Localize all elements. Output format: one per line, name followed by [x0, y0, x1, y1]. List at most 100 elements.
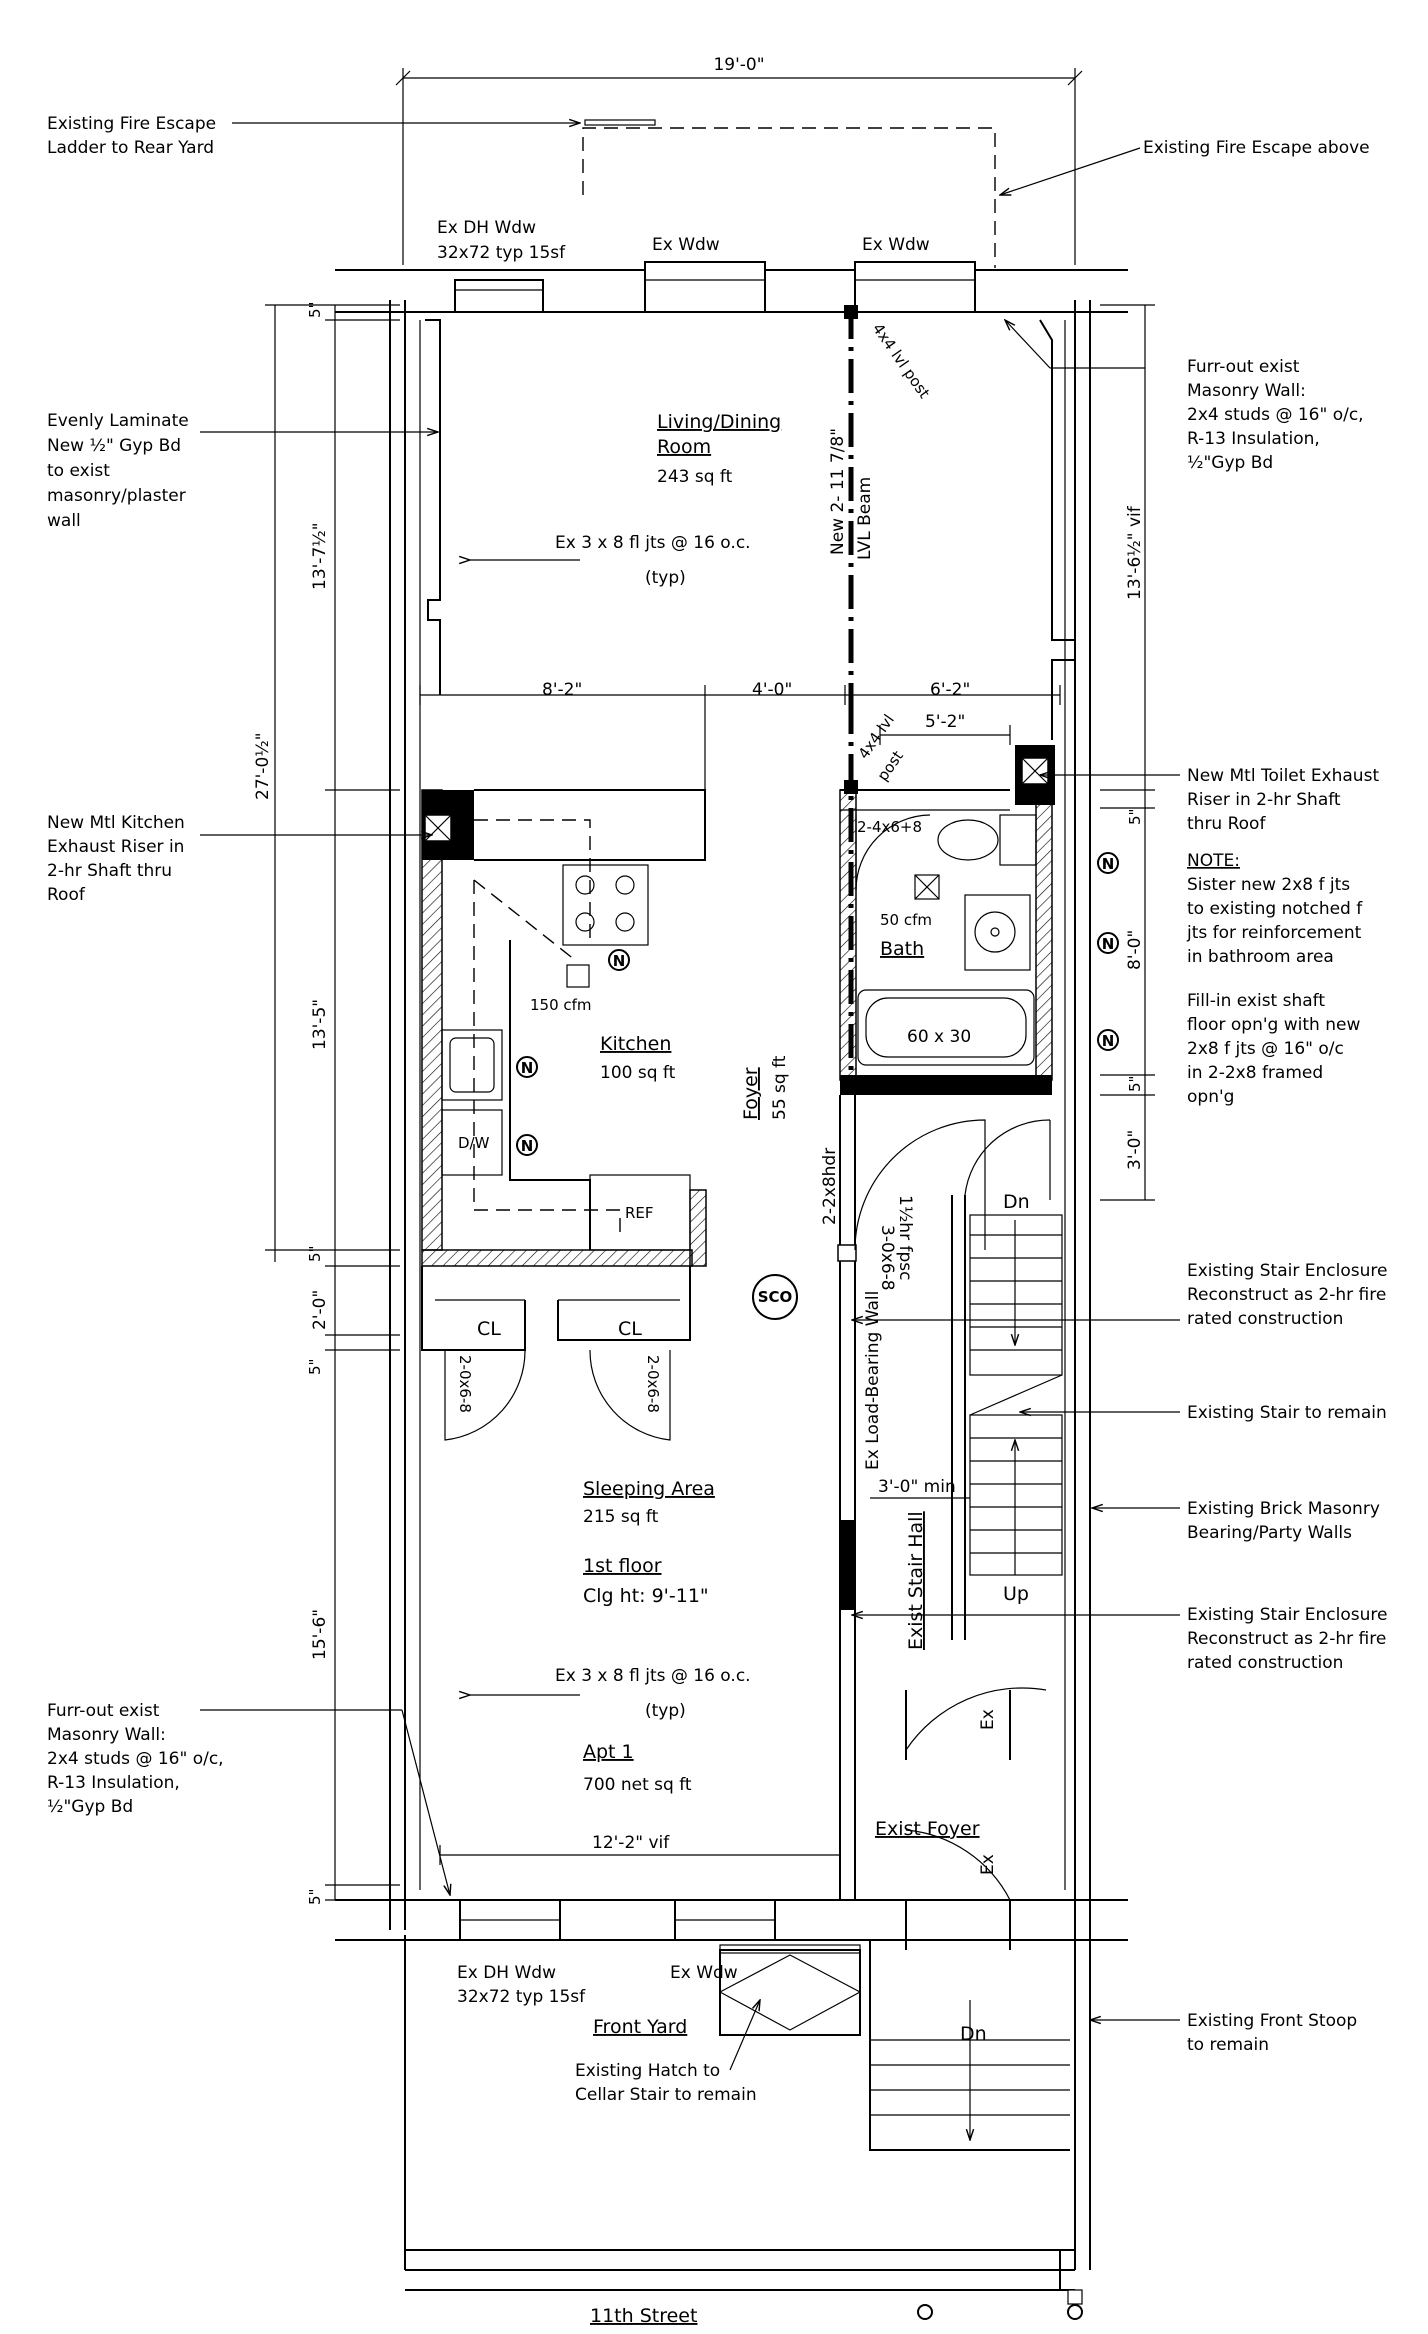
- note-stair-enclosure-2: Existing Stair Enclosure Reconstruct as …: [1187, 1605, 1387, 1673]
- note-stoop: Existing Front Stoop to remain: [1187, 2011, 1357, 2055]
- dim-left: 13'-7½": [310, 522, 330, 590]
- note-line: 2x4 studs @ 16" o/c,: [1187, 405, 1364, 425]
- party-walls: [389, 300, 1091, 2320]
- joists-typ-bottom: (typ): [645, 1701, 686, 1721]
- fire-door-label: 1½hr fpsc: [895, 1195, 915, 1280]
- dishwasher-label: D/W: [458, 1134, 490, 1152]
- n-marker-label: N: [1102, 1032, 1115, 1050]
- room-kitchen: Kitchen: [600, 1033, 671, 1055]
- joists-typ-top: (typ): [645, 568, 686, 588]
- dim-left: 13'-5": [310, 999, 330, 1050]
- note-line: Ladder to Rear Yard: [47, 138, 214, 158]
- dim-right: 5": [1126, 1076, 1144, 1092]
- note-line: to remain: [1187, 2035, 1269, 2055]
- bath-cfm: 50 cfm: [880, 911, 932, 929]
- interior-dimensions: [419, 560, 1061, 1865]
- window-label-rear: Ex DH Wdw: [437, 218, 536, 238]
- note-line: Furr-out exist: [1187, 357, 1300, 377]
- closet-label: CL: [477, 1318, 501, 1340]
- dim-5-2: 5'-2": [925, 712, 965, 732]
- note-line: floor opn'g with new: [1187, 1015, 1360, 1035]
- note-line: Evenly Laminate: [47, 411, 189, 431]
- note-fire-ladder: Existing Fire Escape Ladder to Rear Yard: [47, 114, 216, 158]
- note-line: Masonry Wall:: [47, 1725, 166, 1745]
- note-line: Cellar Stair to remain: [575, 2085, 757, 2105]
- closet-door-label: 2-0x6-8: [456, 1355, 474, 1413]
- note-line: ½"Gyp Bd: [47, 1797, 133, 1817]
- note-line: New Mtl Toilet Exhaust: [1187, 766, 1379, 786]
- interior-walls: [421, 319, 1076, 1950]
- note-line: 2x8 f jts @ 16" o/c: [1187, 1039, 1344, 1059]
- left-dimensions: [265, 304, 400, 1901]
- note-line: to exist: [47, 461, 110, 481]
- dim-left: 5": [306, 1889, 324, 1905]
- note-line: Exhaust Riser in: [47, 837, 184, 857]
- window-size-front: 32x72 typ 15sf: [457, 1987, 586, 2007]
- dim-left: 5": [306, 1246, 324, 1262]
- beam-label-2: LVL Beam: [855, 477, 875, 560]
- window-size-rear: 32x72 typ 15sf: [437, 243, 566, 263]
- dim-12-2: 12'-2" vif: [592, 1833, 670, 1853]
- n-marker-label: N: [521, 1137, 534, 1155]
- dim-8-2: 8'-2": [542, 680, 582, 700]
- room-exist-foyer: Exist Foyer: [875, 1818, 980, 1840]
- leader-lines: [200, 123, 1180, 2071]
- dim-left: 27'-0½": [253, 732, 273, 800]
- front-facade-wall: [335, 1899, 1128, 1941]
- refrigerator-label: REF: [625, 1204, 654, 1222]
- sco-marker: SCO: [752, 1274, 798, 1320]
- note-line: Existing Fire Escape: [47, 114, 216, 134]
- dim-4-0: 4'-0": [752, 680, 792, 700]
- load-bearing-wall-label: Ex Load-Bearing Wall: [863, 1291, 883, 1470]
- note-line: Masonry Wall:: [1187, 381, 1306, 401]
- note-line: masonry/plaster: [47, 486, 186, 506]
- note-line: Existing Front Stoop: [1187, 2011, 1357, 2031]
- note-laminate: Evenly Laminate New ½" Gyp Bd to exist m…: [47, 411, 189, 531]
- post-label-2: post: [874, 747, 907, 784]
- note-line: rated construction: [1187, 1309, 1343, 1329]
- kitchen-exhaust-vent: [566, 964, 590, 988]
- tub-size: 60 x 30: [907, 1027, 971, 1047]
- room-apt: Apt 1 700 net sq ft: [583, 1741, 692, 1795]
- note-line: 2x4 studs @ 16" o/c,: [47, 1749, 224, 1769]
- note-fire-above: Existing Fire Escape above: [1143, 138, 1370, 158]
- window-label-front: Ex DH Wdw: [457, 1963, 556, 1983]
- note-line: R-13 Insulation,: [1187, 429, 1320, 449]
- front-yard-label: Front Yard: [593, 2016, 687, 2038]
- right-dimensions: [1100, 304, 1155, 1201]
- closet-label: CL: [618, 1318, 642, 1340]
- rear-facade-wall: [335, 261, 1128, 313]
- dim-right: 3'-0": [1125, 1130, 1145, 1170]
- apt-area: 700 net sq ft: [583, 1775, 692, 1795]
- bath-header-label: 2-4x6+8: [857, 818, 922, 836]
- apt-name: Apt 1: [583, 1741, 634, 1763]
- dim-left: 2'-0": [310, 1290, 330, 1330]
- dim-left: 5": [306, 1359, 324, 1375]
- note-line: Furr-out exist: [47, 1701, 160, 1721]
- room-name: Living/Dining: [657, 411, 781, 433]
- overall-width-label: 19'-0": [713, 55, 764, 75]
- room-area: 55 sq ft: [770, 1055, 790, 1120]
- room-bath: Bath: [880, 938, 924, 960]
- note-line: Existing Hatch to: [575, 2061, 720, 2081]
- note-toilet-riser: New Mtl Toilet Exhaust Riser in 2-hr Sha…: [1187, 766, 1379, 834]
- overall-width-dimension: 19'-0": [395, 55, 1083, 265]
- note-line: Existing Brick Masonry: [1187, 1499, 1380, 1519]
- note-line: New Mtl Kitchen: [47, 813, 185, 833]
- room-area: 100 sq ft: [600, 1063, 676, 1083]
- n-marker-label: N: [613, 952, 626, 970]
- note-heading: NOTE:: [1187, 851, 1240, 871]
- note-brick: Existing Brick Masonry Bearing/Party Wal…: [1187, 1499, 1380, 1543]
- room-name-2: Room: [657, 436, 711, 458]
- floor-name: 1st floor: [583, 1555, 662, 1577]
- dim-right: 8'-0": [1125, 930, 1145, 970]
- note-line: wall: [47, 511, 81, 531]
- note-line: Fill-in exist shaft: [1187, 991, 1325, 1011]
- dim-right: 13'-6½" vif: [1125, 505, 1145, 600]
- note-sister: NOTE: Sister new 2x8 f jts to existing n…: [1186, 851, 1363, 967]
- joists-note-bottom: Ex 3 x 8 fl jts @ 16 o.c.: [555, 1666, 751, 1686]
- foyer-header: 2-2x8hdr: [820, 1148, 840, 1225]
- joists-note-top: Ex 3 x 8 fl jts @ 16 o.c.: [555, 533, 751, 553]
- room-exist-stair-hall: Exist Stair Hall: [905, 1511, 927, 1650]
- note-line: 2-hr Shaft thru: [47, 861, 172, 881]
